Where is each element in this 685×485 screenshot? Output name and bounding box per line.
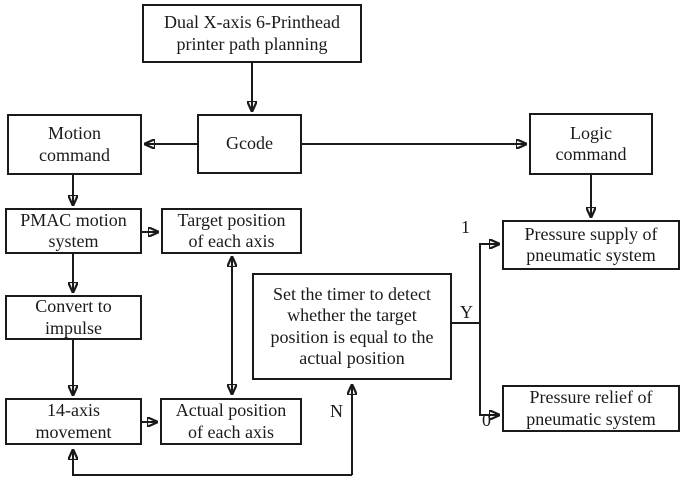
node-logic-command: Logic command bbox=[529, 113, 653, 175]
node-pressure-relief: Pressure relief of pneumatic system bbox=[502, 385, 680, 432]
edge-timer-y-branch-0 bbox=[479, 323, 500, 415]
node-path-planning: Dual X-axis 6-Printhead printer path pla… bbox=[142, 4, 362, 63]
node-convert-to-impulse: Convert to impulse bbox=[5, 295, 142, 340]
node-timer-check: Set the timer to detect whether the targ… bbox=[252, 273, 452, 380]
node-target-position: Target position of each axis bbox=[161, 208, 302, 254]
node-14-axis-movement: 14-axis movement bbox=[5, 398, 142, 445]
node-actual-position: Actual position of each axis bbox=[160, 398, 302, 445]
node-gcode: Gcode bbox=[197, 114, 302, 174]
edge-feedback-to-14-axis bbox=[73, 449, 352, 476]
edge-timer-y-branch-1 bbox=[452, 244, 500, 324]
label-branch-0: 0 bbox=[482, 410, 491, 430]
label-branch-n: N bbox=[330, 401, 343, 421]
node-pressure-supply: Pressure supply of pneumatic system bbox=[502, 220, 680, 270]
node-motion-command: Motion command bbox=[7, 114, 142, 175]
node-pmac-motion-system: PMAC motion system bbox=[5, 208, 142, 254]
label-branch-y: Y bbox=[460, 302, 473, 322]
label-branch-1: 1 bbox=[461, 217, 470, 237]
